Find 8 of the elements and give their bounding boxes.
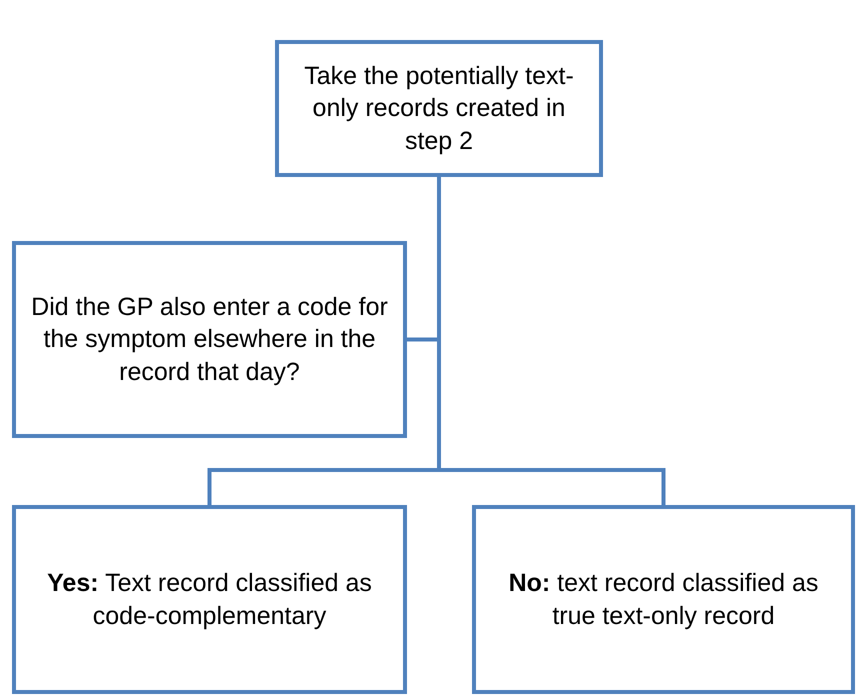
box-text: Yes: Text record classified as code-complementary bbox=[46, 568, 373, 632]
process-box bbox=[472, 505, 855, 694]
box-text: No: text record classified as true text-only record bbox=[508, 568, 820, 632]
process-box bbox=[12, 505, 407, 694]
process-box bbox=[12, 241, 407, 438]
box-text: Did the GP also enter a code for the symptom elsewhere in the record that day? bbox=[30, 292, 389, 388]
process-box bbox=[275, 40, 603, 177]
box-text: Take the potentially text-only records created in step 2 bbox=[303, 60, 575, 157]
